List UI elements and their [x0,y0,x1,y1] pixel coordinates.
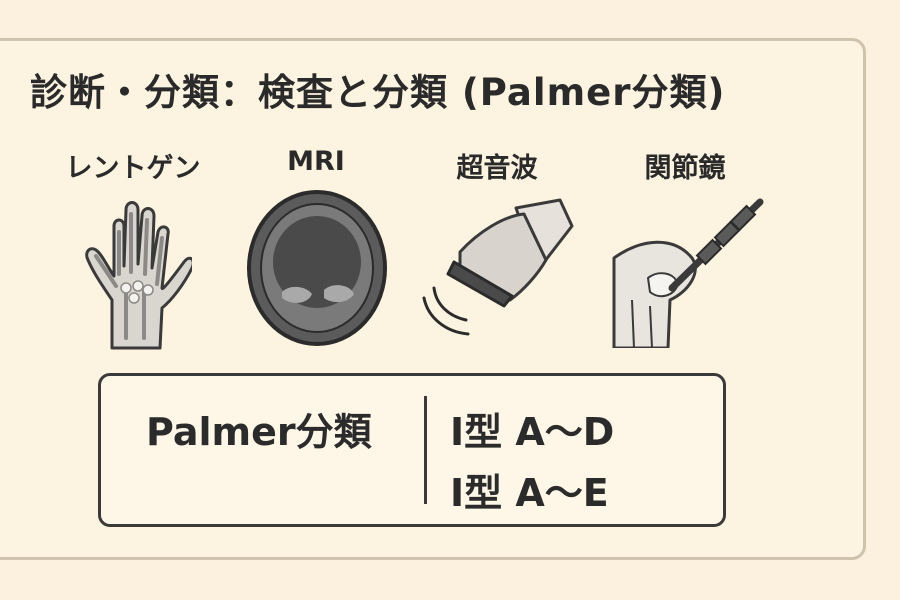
method-label-xray: レントゲン [65,153,201,184]
method-label-arthroscopy: 関節鏡 [644,153,726,184]
mri-scan-icon [247,190,387,346]
method-label-mri: MRI [287,146,345,177]
classification-label: Palmer分類 [146,410,372,454]
classification-box [98,373,726,527]
classification-type-1: I型 A〜D [450,410,615,454]
xray-hand-icon [85,201,192,350]
ultrasound-probe-icon [422,198,574,336]
classification-type-2: I型 A〜E [450,471,609,515]
classification-divider [424,396,427,504]
method-label-ultrasound: 超音波 [456,153,538,184]
arthroscope-icon [612,198,764,348]
page-title: 診断・分類：検査と分類 (Palmer分類) [30,71,726,114]
